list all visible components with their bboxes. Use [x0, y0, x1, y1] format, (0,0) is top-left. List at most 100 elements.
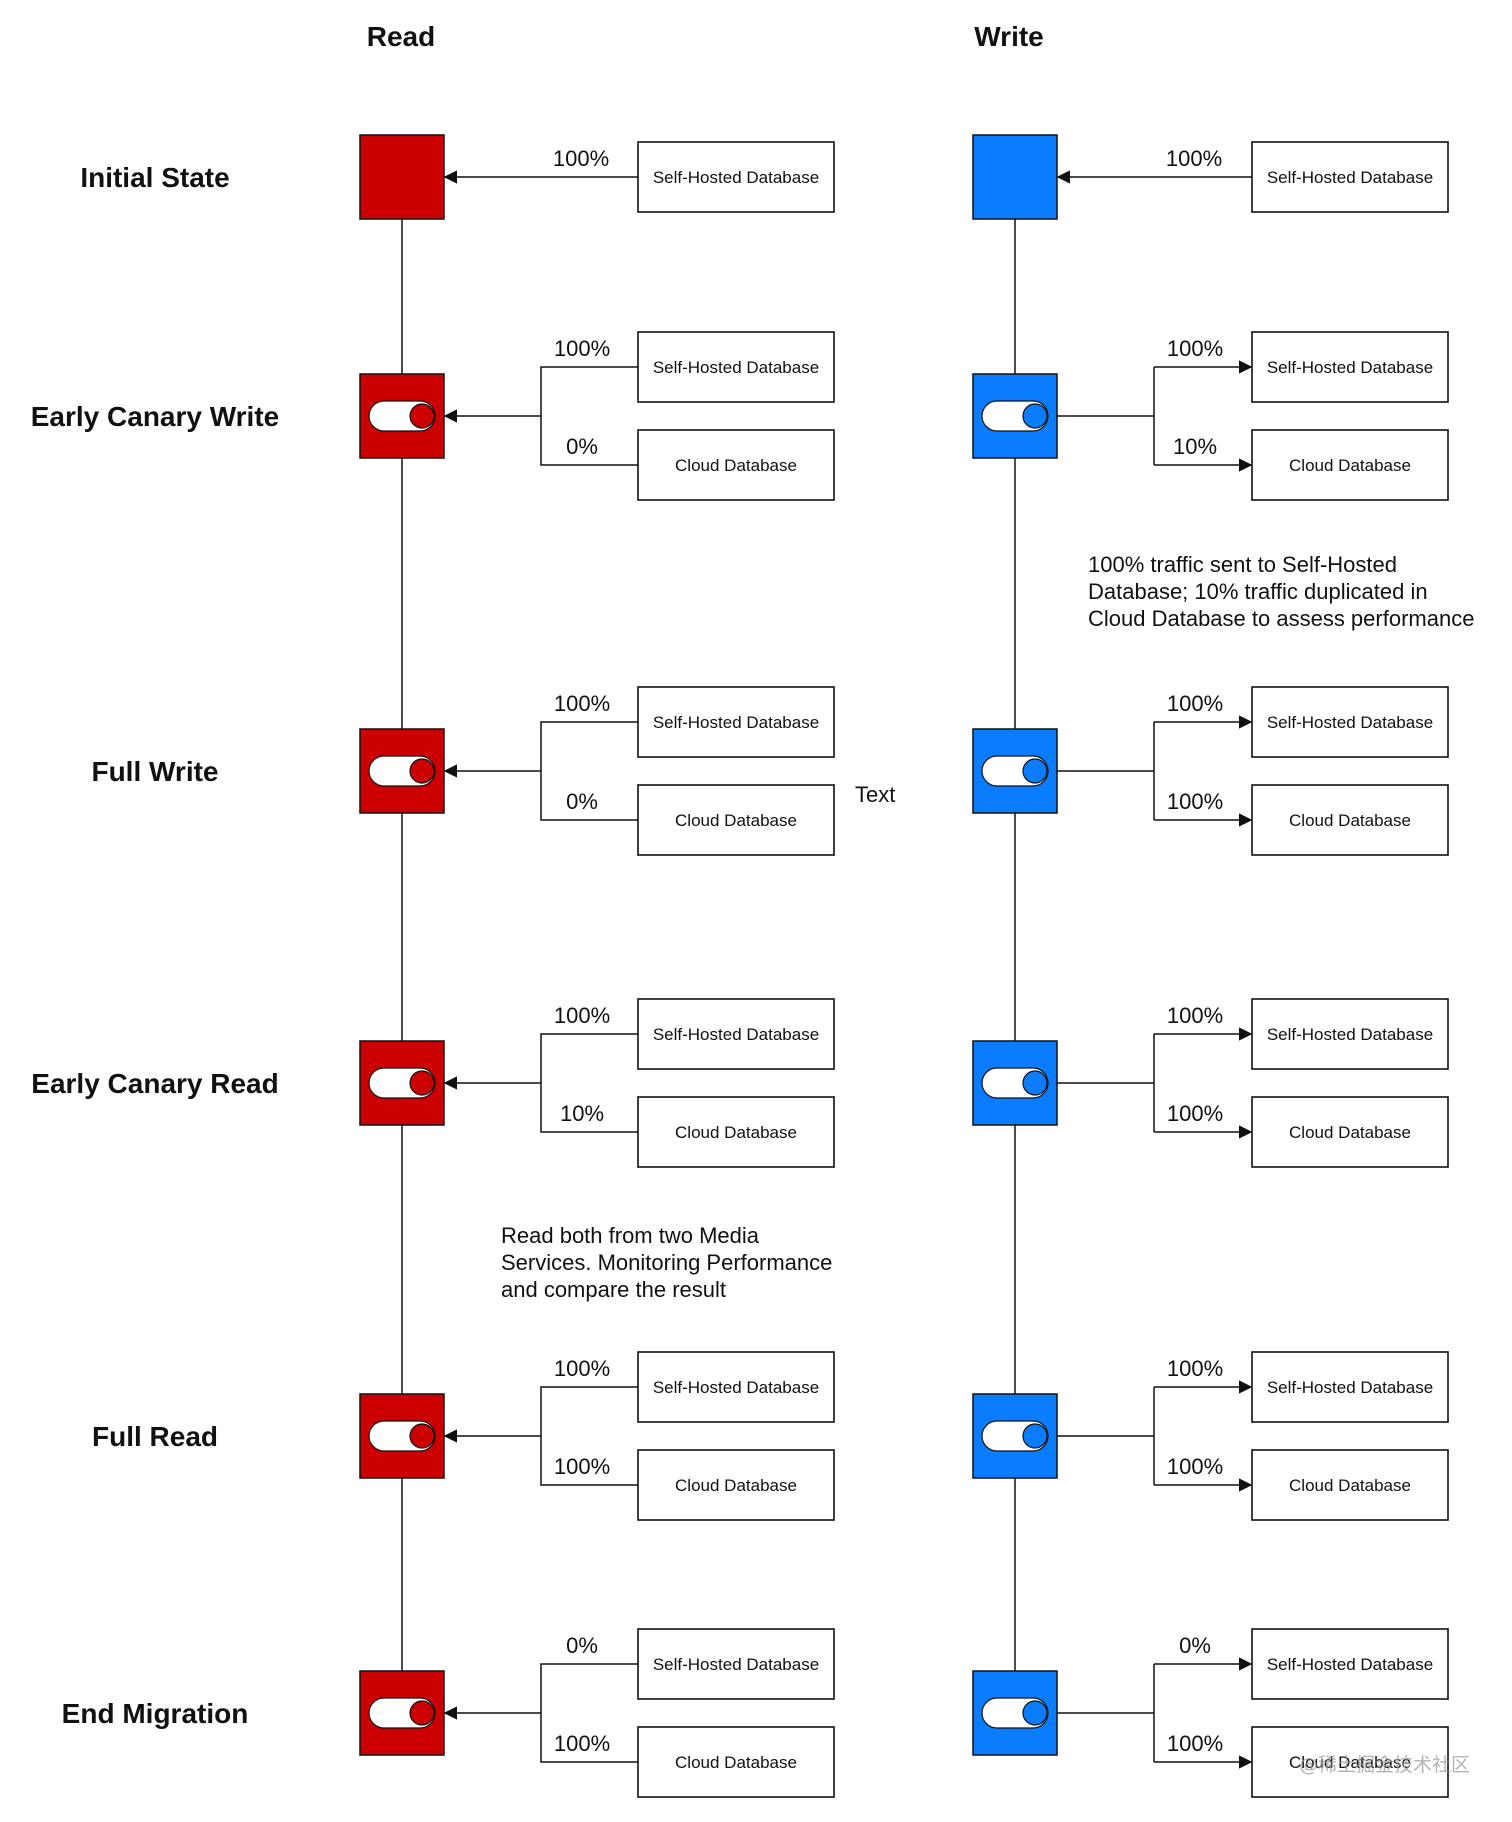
self-hosted-database-box — [637, 998, 835, 1070]
stage-row: Early Canary Read Self-Hosted DatabaseClo… — [31, 998, 1449, 1168]
read-node — [359, 134, 445, 220]
cloud-database-label: Cloud Database — [675, 456, 797, 475]
column-header-read: Read — [367, 21, 435, 52]
cloud-database-box — [637, 1726, 835, 1798]
cloud-database-box — [637, 784, 835, 856]
self-hosted-database-label: Self-Hosted Database — [653, 1378, 819, 1397]
self-hosted-database-box — [637, 1351, 835, 1423]
toggle-switch-icon — [368, 1420, 436, 1452]
toggle-switch-icon — [368, 400, 436, 432]
cloud-database-box — [637, 429, 835, 501]
toggle-switch-icon — [981, 1067, 1049, 1099]
self-hosted-percentage: 100% — [1167, 1356, 1223, 1381]
toggle-switch-icon — [368, 1067, 436, 1099]
watermark: @稀土掘金技术社区 — [1299, 1754, 1470, 1776]
self-hosted-database-label: Self-Hosted Database — [653, 1655, 819, 1674]
toggle-switch-icon — [368, 1697, 436, 1729]
stage-label: End Migration — [62, 1698, 249, 1729]
cloud-database-label: Cloud Database — [1289, 456, 1411, 475]
toggle-switch-icon — [981, 1420, 1049, 1452]
cloud-percentage: 100% — [1167, 1454, 1223, 1479]
stage-label: Early Canary Write — [31, 401, 280, 432]
cloud-database-box — [1251, 1726, 1449, 1798]
toggle-switch-icon — [981, 400, 1049, 432]
self-hosted-database-box — [1251, 686, 1449, 758]
cloud-percentage: 0% — [566, 789, 598, 814]
cloud-percentage: 0% — [566, 434, 598, 459]
cloud-database-label: Cloud Database — [675, 1123, 797, 1142]
self-hosted-percentage: 100% — [554, 336, 610, 361]
self-hosted-database-box — [1251, 141, 1449, 213]
cloud-percentage: 100% — [554, 1454, 610, 1479]
self-hosted-percentage: 100% — [1167, 691, 1223, 716]
self-hosted-database-label: Self-Hosted Database — [653, 358, 819, 377]
self-hosted-percentage: 100% — [1167, 1003, 1223, 1028]
cloud-database-box — [637, 1449, 835, 1521]
self-hosted-database-label: Self-Hosted Database — [1267, 1655, 1433, 1674]
toggle-switch-icon — [981, 755, 1049, 787]
column-header-write: Write — [974, 21, 1044, 52]
branch-connector — [540, 1033, 638, 1133]
cloud-percentage: 100% — [1167, 1731, 1223, 1756]
self-hosted-database-box — [1251, 1351, 1449, 1423]
branch-connector — [540, 1663, 638, 1763]
read-canary-note: Read both from two Media Services. Monit… — [501, 1223, 838, 1302]
self-hosted-percentage: 100% — [554, 1356, 610, 1381]
cloud-database-label: Cloud Database — [1289, 811, 1411, 830]
self-hosted-percentage: 100% — [554, 1003, 610, 1028]
stage-label: Early Canary Read — [31, 1068, 278, 1099]
toggle-switch-icon — [368, 755, 436, 787]
self-hosted-database-label: Self-Hosted Database — [1267, 713, 1433, 732]
self-hosted-database-label: Self-Hosted Database — [653, 168, 819, 187]
self-hosted-database-box — [1251, 998, 1449, 1070]
stage-row: Early Canary Write Self-Hosted DatabaseCl… — [31, 331, 1449, 501]
branch-connector — [540, 366, 638, 466]
cloud-percentage: 100% — [554, 1731, 610, 1756]
cloud-database-label: Cloud Database — [675, 1753, 797, 1772]
write-canary-note: 100% traffic sent to Self-Hosted Databas… — [1088, 552, 1474, 631]
self-hosted-database-box — [637, 686, 835, 758]
toggle-switch-icon — [981, 1697, 1049, 1729]
self-hosted-percentage: 100% — [1166, 146, 1222, 171]
self-hosted-percentage: 100% — [1167, 336, 1223, 361]
write-route: Self-Hosted Database 100% — [972, 134, 1449, 220]
cloud-database-label: Cloud Database — [1289, 1753, 1411, 1772]
self-hosted-percentage: 100% — [554, 691, 610, 716]
self-hosted-database-label: Self-Hosted Database — [1267, 1378, 1433, 1397]
self-hosted-database-label: Self-Hosted Database — [653, 1025, 819, 1044]
stage-label: Full Write — [91, 756, 218, 787]
self-hosted-percentage: 0% — [1179, 1633, 1211, 1658]
self-hosted-database-label: Self-Hosted Database — [1267, 358, 1433, 377]
self-hosted-percentage: 0% — [566, 1633, 598, 1658]
stage-label: Initial State — [80, 162, 229, 193]
self-hosted-database-box — [637, 1628, 835, 1700]
cloud-database-label: Cloud Database — [675, 811, 797, 830]
cloud-database-label: Cloud Database — [1289, 1123, 1411, 1142]
read-route: Self-Hosted Database 100% — [359, 134, 835, 220]
cloud-percentage: 100% — [1167, 1101, 1223, 1126]
cloud-database-label: Cloud Database — [675, 1476, 797, 1495]
cloud-database-box — [1251, 429, 1449, 501]
self-hosted-percentage: 100% — [553, 146, 609, 171]
self-hosted-database-label: Self-Hosted Database — [653, 713, 819, 732]
cloud-percentage: 10% — [560, 1101, 604, 1126]
stage-label: Full Read — [92, 1421, 218, 1452]
branch-connector — [540, 1386, 638, 1486]
self-hosted-database-box — [1251, 1628, 1449, 1700]
cloud-database-box — [637, 1096, 835, 1168]
self-hosted-database-label: Self-Hosted Database — [1267, 168, 1433, 187]
